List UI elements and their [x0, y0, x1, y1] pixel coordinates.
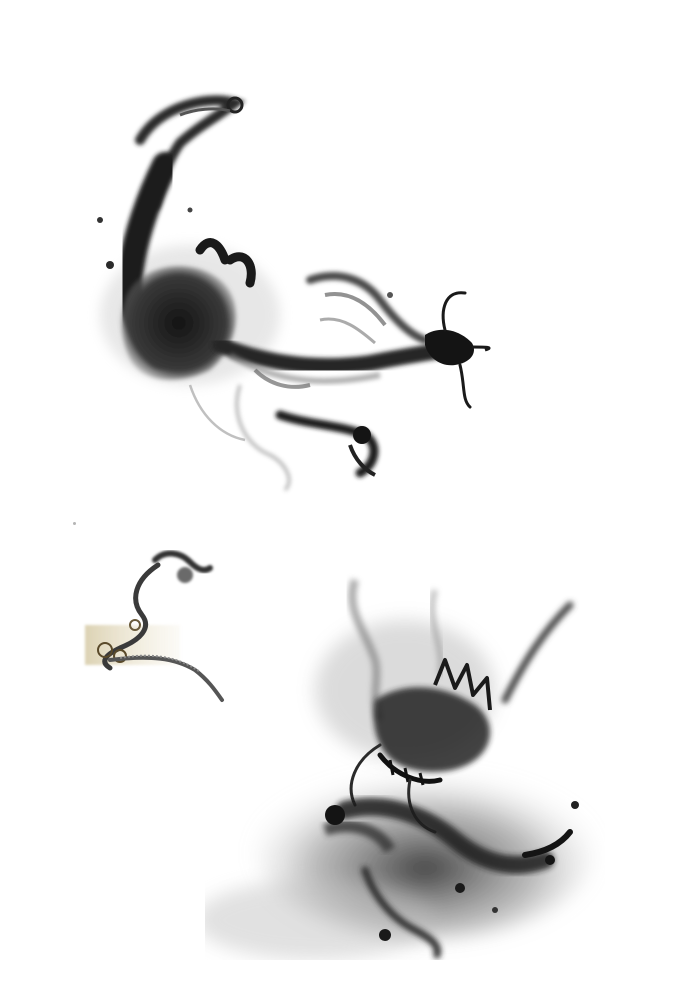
ink-dragon-smoke — [205, 578, 595, 960]
ink-speck — [73, 522, 76, 525]
ink-dragon-small — [85, 550, 224, 702]
ink-dragon-top — [97, 95, 491, 492]
